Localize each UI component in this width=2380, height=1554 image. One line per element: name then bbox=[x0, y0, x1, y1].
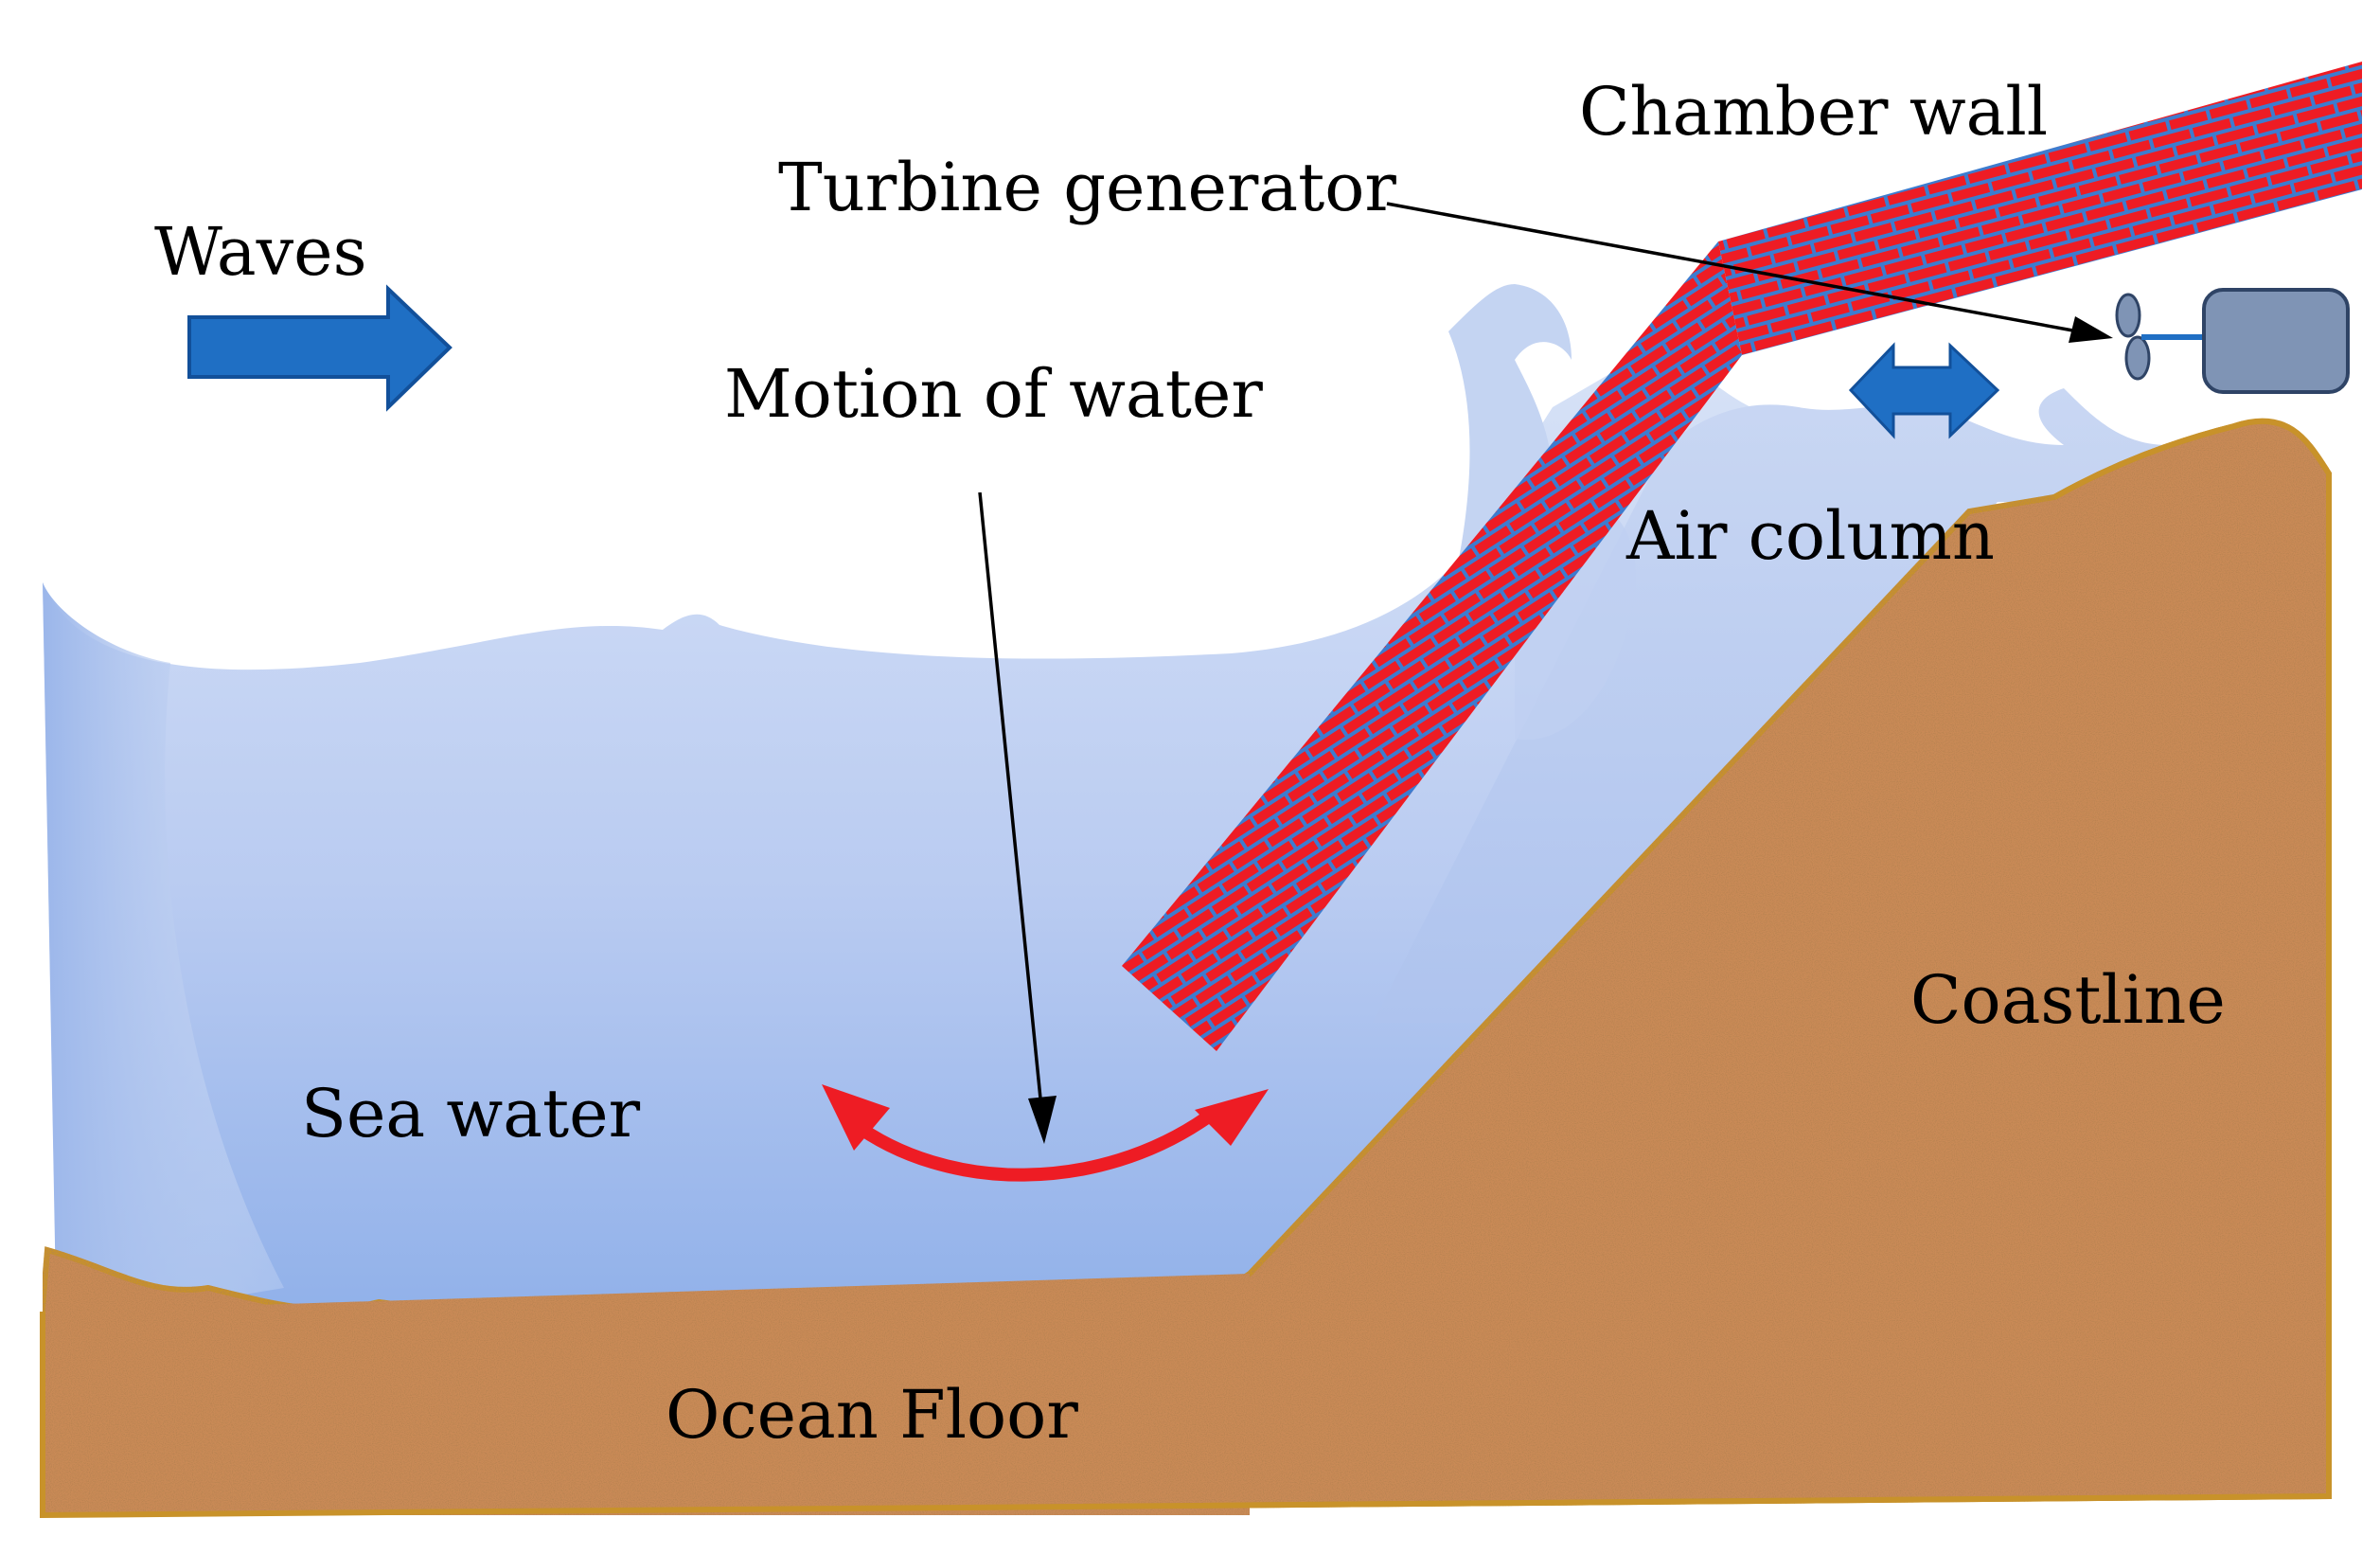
coastline-outline bbox=[40, 418, 2332, 1519]
label-turbine-generator: Turbine generator bbox=[778, 149, 1396, 226]
air-column-water bbox=[1373, 388, 2168, 1023]
chamber-wall-lower bbox=[1122, 241, 1742, 1051]
label-air-column: Air column bbox=[1625, 497, 1995, 575]
label-coastline: Coastline bbox=[1910, 961, 2226, 1039]
ocean-floor bbox=[43, 1274, 1250, 1515]
motion-leader-line bbox=[978, 491, 1057, 1144]
water-motion-arrow bbox=[822, 1084, 1269, 1182]
turbine-leader-line bbox=[1386, 202, 2113, 343]
label-chamber-wall: Chamber wall bbox=[1579, 73, 2048, 151]
generator-box-icon bbox=[2202, 288, 2350, 394]
chamber-wall-upper bbox=[1718, 62, 2362, 355]
label-waves: Waves bbox=[154, 213, 367, 291]
sea-water-left-shade bbox=[43, 582, 284, 1326]
label-motion-of-water: Motion of water bbox=[724, 355, 1263, 433]
label-ocean-floor: Ocean Floor bbox=[666, 1376, 1078, 1454]
air-flow-arrow bbox=[1848, 342, 2000, 439]
turbine-icon bbox=[2115, 293, 2206, 381]
waves-arrow bbox=[187, 284, 453, 412]
label-sea-water: Sea water bbox=[301, 1075, 641, 1152]
